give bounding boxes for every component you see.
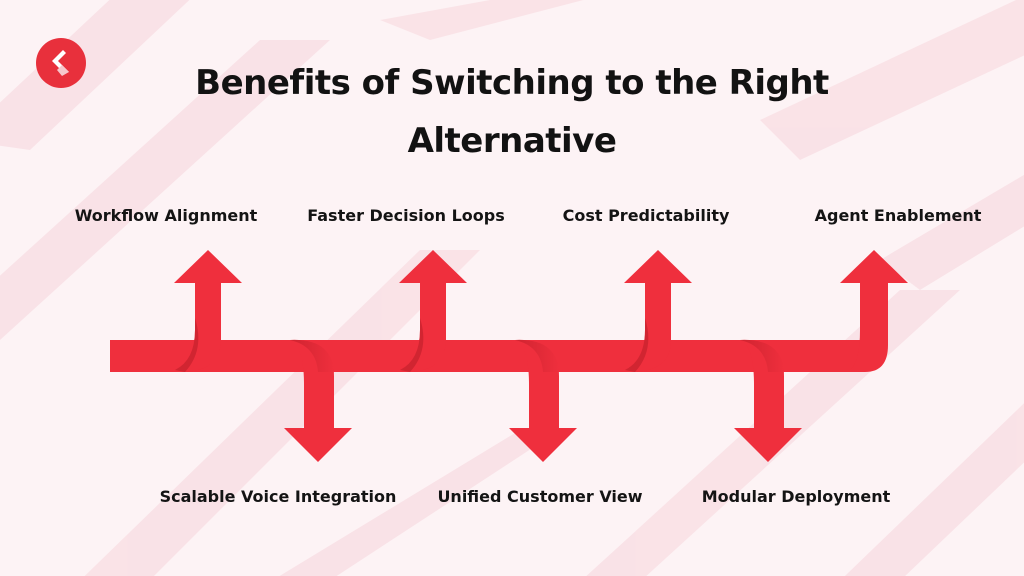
benefit-label-cost-predictability: Cost Predictability: [562, 206, 730, 225]
arrow-up-icon: [624, 250, 692, 372]
arrow-down-icon: [509, 339, 577, 462]
arrow-up-icon: [174, 250, 242, 372]
brand-logo-icon[interactable]: [36, 38, 86, 88]
benefit-label-faster-decision-loops: Faster Decision Loops: [307, 206, 505, 225]
benefit-label-unified-customer-view: Unified Customer View: [437, 487, 643, 506]
benefit-label-scalable-voice-integration: Scalable Voice Integration: [159, 487, 397, 506]
benefit-label-modular-deployment: Modular Deployment: [701, 487, 891, 506]
page-title: Benefits of Switching to the Right Alter…: [195, 63, 829, 161]
benefit-label-agent-enablement: Agent Enablement: [814, 206, 982, 225]
arrow-down-icon: [284, 339, 352, 462]
arrow-up-icon: [399, 250, 467, 372]
benefit-label-workflow-alignment: Workflow Alignment: [74, 206, 258, 225]
arrow-up-icon: [840, 250, 908, 372]
arrow-down-icon: [734, 339, 802, 462]
